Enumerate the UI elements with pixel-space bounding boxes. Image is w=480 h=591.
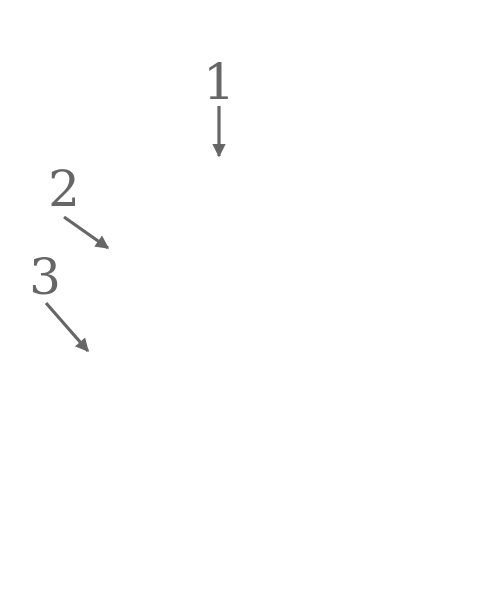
marker-2: 2 (48, 160, 110, 250)
marker-1: 1 (203, 53, 235, 158)
arrow-icon (63, 215, 110, 250)
marker-3: 3 (29, 248, 90, 353)
arrow-icon (44, 301, 90, 353)
marker-2-label: 2 (48, 160, 80, 218)
marker-1-label: 1 (203, 53, 235, 111)
marker-3-label: 3 (29, 248, 61, 306)
